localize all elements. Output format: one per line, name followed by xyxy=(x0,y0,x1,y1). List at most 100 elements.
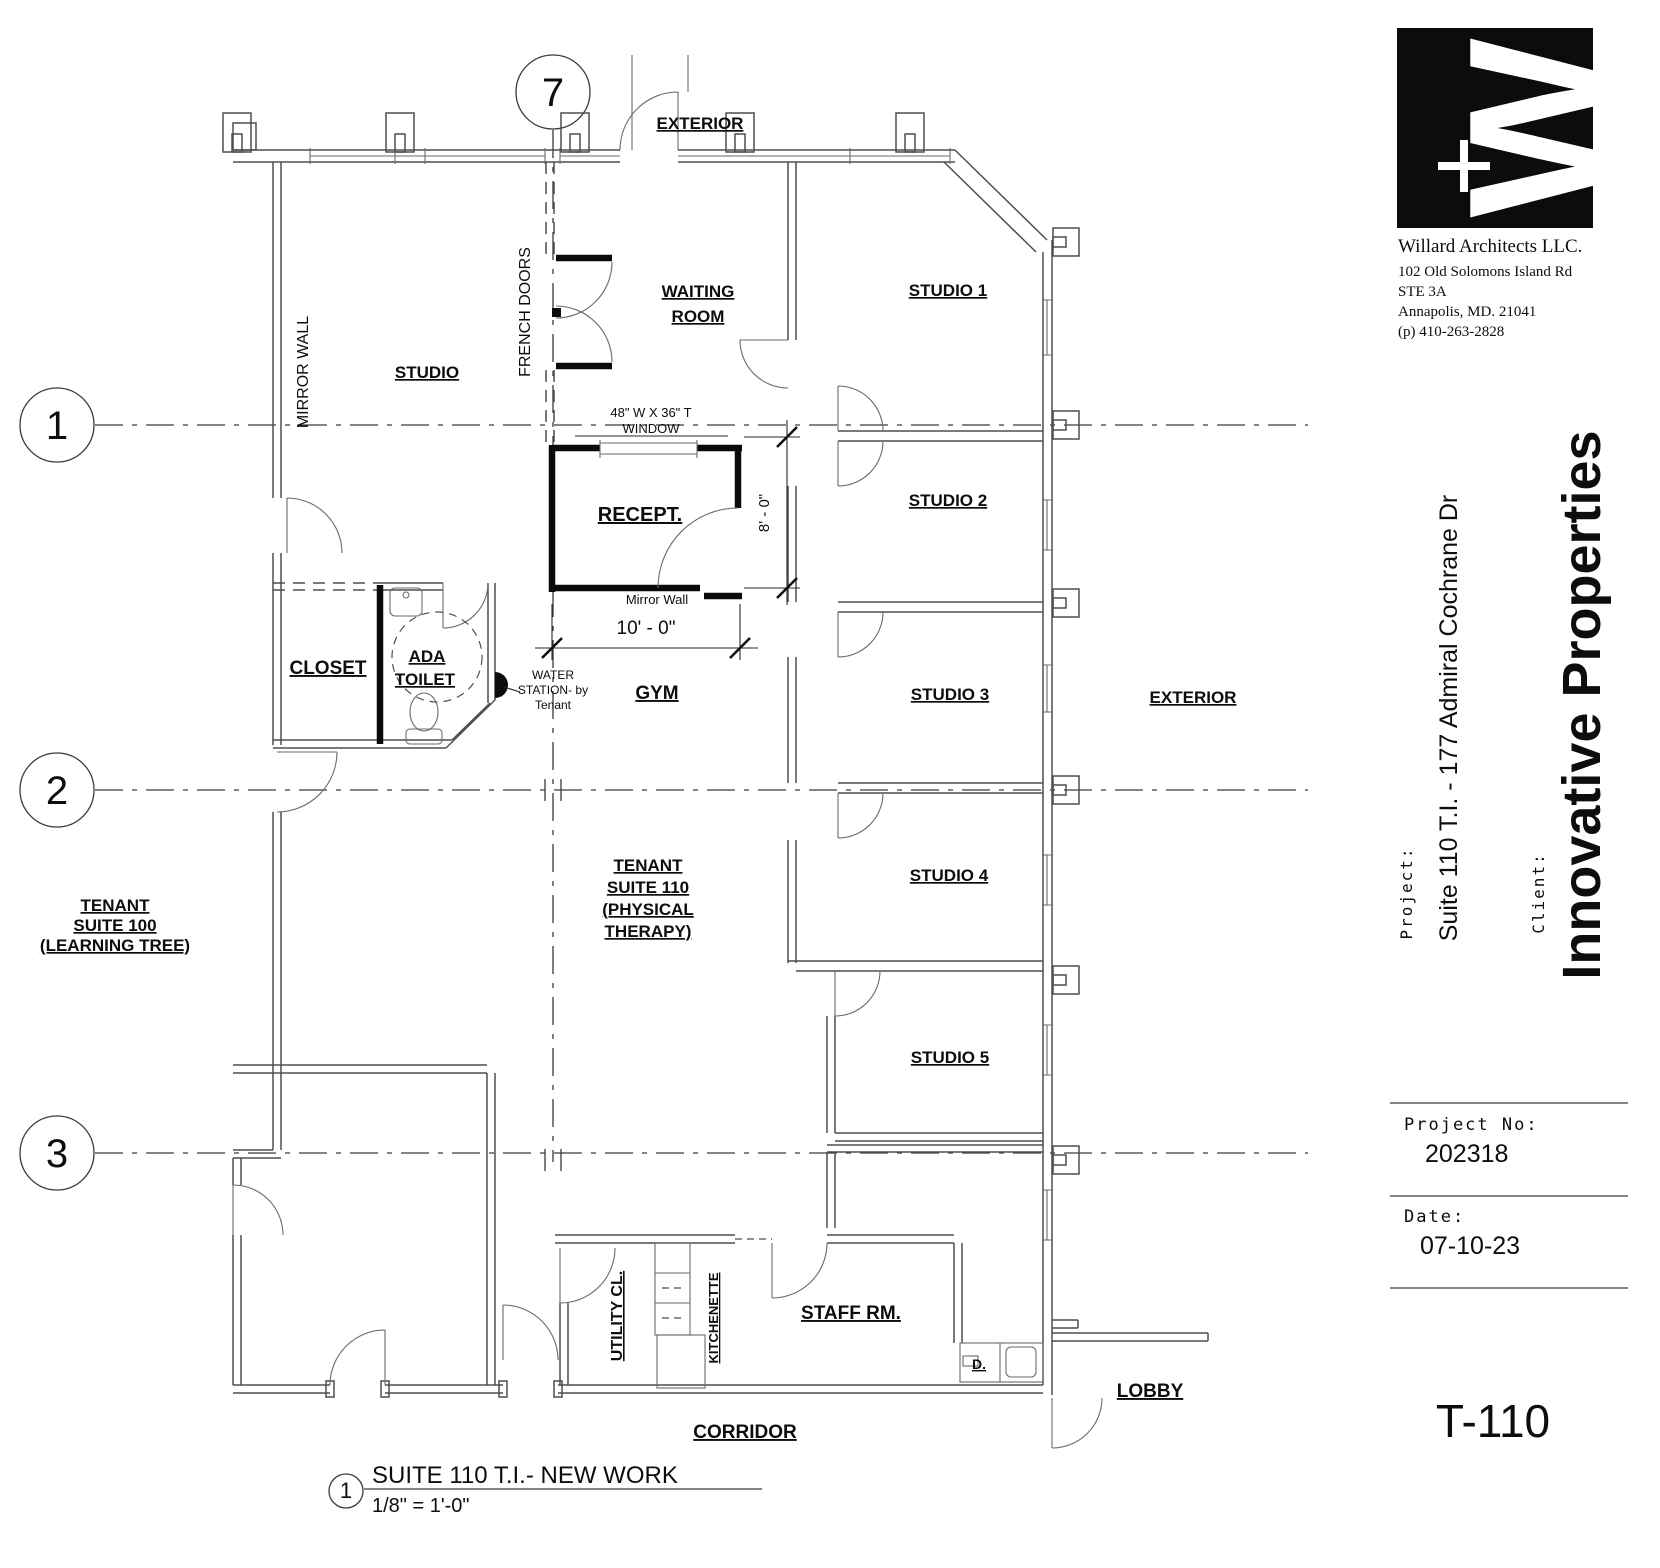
room-label-recept: RECEPT. xyxy=(598,504,682,526)
grid-bubble-1-number: 1 xyxy=(46,404,68,448)
client-label: Client: xyxy=(1529,852,1548,933)
room-label-exterior-right: EXTERIOR xyxy=(1150,688,1237,707)
staff-sink xyxy=(1005,1346,1037,1378)
annotation-mirror-wall-small: Mirror Wall xyxy=(626,592,688,607)
room-label-ada-1: ADA xyxy=(409,647,446,666)
client-value: Innovative Properties xyxy=(1552,430,1612,979)
top-exterior-wall xyxy=(233,149,955,163)
project-no-label: Project No: xyxy=(1404,1115,1539,1135)
toilet-room-walls xyxy=(378,582,496,703)
grid-bubble-7 xyxy=(515,54,591,130)
kitchenette-base-cabinet xyxy=(656,1334,706,1389)
top-wall-end-cap xyxy=(232,122,257,151)
drawing-scale: 1/8" = 1'-0" xyxy=(372,1495,470,1517)
french-door-wall-dashed xyxy=(545,162,555,445)
project-no-value: 202318 xyxy=(1425,1140,1508,1168)
room-label-lobby: LOBBY xyxy=(1117,1381,1184,1402)
detail-number: 1 xyxy=(340,1478,352,1503)
annotation-labels: MIRROR WALL FRENCH DOORS 48" W X 36" T W… xyxy=(295,247,986,1372)
wall-studio5-bottom xyxy=(827,1132,1043,1153)
dimensions xyxy=(535,420,800,660)
annotation-window-size: 48" W X 36" T xyxy=(610,405,691,420)
suite100-wall-left xyxy=(233,812,282,1159)
water-station-fixture xyxy=(495,672,508,698)
top-wall-window-glazing xyxy=(309,148,951,164)
annotation-water-2: STATION- by xyxy=(518,683,588,697)
room-label-utility: UTILITY CL. xyxy=(609,1271,626,1361)
toilet-room-sink xyxy=(389,587,423,617)
exterior-door-swing xyxy=(619,91,679,151)
room-label-tenant100-1: TENANT xyxy=(81,896,151,915)
reception-door-swing xyxy=(657,507,739,589)
kitchenette-appliance-dashes xyxy=(662,1287,683,1319)
room-label-kitchenette: KITCHENETTE xyxy=(706,1272,721,1363)
exterior-entry-stub-walls xyxy=(631,55,689,150)
room-label-waiting-2: ROOM xyxy=(672,307,725,326)
room-label-corridor: CORRIDOR xyxy=(693,1422,797,1443)
french-doors-assembly xyxy=(545,162,613,445)
project-value: Suite 110 T.I. - 177 Admiral Cochrane Dr xyxy=(1435,495,1463,942)
grid-bubble-3-number: 3 xyxy=(46,1132,68,1176)
firm-phone: (p) 410-263-2828 xyxy=(1398,324,1504,340)
room-label-ada-2: TOILET xyxy=(395,670,456,689)
room-label-staff: STAFF RM. xyxy=(801,1303,901,1324)
closet-bottom-and-angled-wall xyxy=(273,699,496,749)
suite100-corridor-door xyxy=(329,1329,386,1386)
corner-diagonal-wall xyxy=(943,149,1048,253)
annotation-dishwasher: D. xyxy=(972,1356,986,1372)
room-label-tenant110-4: THERAPY) xyxy=(605,922,692,941)
suite100-wall-lower-left xyxy=(232,1158,242,1385)
firm-address-1: 102 Old Solomons Island Rd xyxy=(1398,264,1573,280)
dimension-10ft-text: 10' - 0" xyxy=(617,618,676,639)
corridor-bottom-wall xyxy=(233,1384,1043,1394)
wall-studio1-2 xyxy=(838,430,1043,442)
french-door-swings xyxy=(555,261,613,363)
room-label-waiting-1: WAITING xyxy=(662,282,735,301)
room-label-studio-1: STUDIO 1 xyxy=(909,281,987,300)
wall-studio4-5 xyxy=(835,960,1043,972)
grid-bubble-7-number: 7 xyxy=(542,71,564,115)
annotation-mirror-wall: MIRROR WALL xyxy=(295,316,312,428)
room-label-studio-2: STUDIO 2 xyxy=(909,491,987,510)
dim-8ft-lines xyxy=(744,420,800,605)
reception-window xyxy=(599,440,698,458)
project-label: Project: xyxy=(1397,846,1416,939)
dim-8ft-ticks xyxy=(776,426,798,599)
firm-logo: W xyxy=(1397,28,1642,228)
toilet-bowl xyxy=(409,692,439,732)
drawing-title-block: 1 SUITE 110 T.I.- NEW WORK 1/8" = 1'-0" xyxy=(328,1462,762,1517)
reception-room xyxy=(548,440,742,600)
grid-bubble-2 xyxy=(19,752,95,828)
title-block: W Willard Architects LLC. 102 Old Solomo… xyxy=(1390,28,1642,1447)
staff-room-top-wall xyxy=(555,1234,954,1244)
studio-doors xyxy=(834,385,884,1017)
corridor-wall-upper xyxy=(787,162,797,963)
mirror-wall xyxy=(272,162,282,745)
suite100-lower-door xyxy=(232,1184,284,1236)
detail-bubble xyxy=(328,1473,364,1509)
wall-studio3-4 xyxy=(838,782,1043,794)
room-label-studio-3: STUDIO 3 xyxy=(911,685,989,704)
french-door-meeting-post xyxy=(552,308,561,317)
annotation-water-3: Tenant xyxy=(535,698,572,712)
room-label-exterior-top: EXTERIOR xyxy=(657,114,744,133)
dim-10ft-ticks xyxy=(541,637,751,659)
room-labels: EXTERIOR WAITING ROOM STUDIO STUDIO 1 ST… xyxy=(40,114,1237,1443)
room-label-studio-4: STUDIO 4 xyxy=(910,866,989,885)
suite110-entry-door xyxy=(502,1304,559,1361)
grid-bubbles: 1 2 3 7 xyxy=(19,54,591,1191)
room-label-tenant100-2: SUITE 100 xyxy=(73,916,156,935)
lobby-door xyxy=(1051,1397,1103,1449)
dim-10ft-lines xyxy=(535,604,758,660)
vestibule-inner-door xyxy=(559,1247,616,1304)
column-symbols-top xyxy=(222,112,925,153)
date-value: 07-10-23 xyxy=(1420,1232,1520,1260)
fixtures xyxy=(389,587,1044,1389)
grid-bubble-1 xyxy=(19,387,95,463)
room-label-studio: STUDIO xyxy=(395,363,459,382)
logo-cross-icon xyxy=(1438,140,1490,192)
room-label-studio-5: STUDIO 5 xyxy=(911,1048,989,1067)
annotation-water-1: WATER xyxy=(532,668,574,682)
vestibule-wall xyxy=(559,1303,569,1385)
suite100-suite110-boundary xyxy=(233,1064,496,1385)
